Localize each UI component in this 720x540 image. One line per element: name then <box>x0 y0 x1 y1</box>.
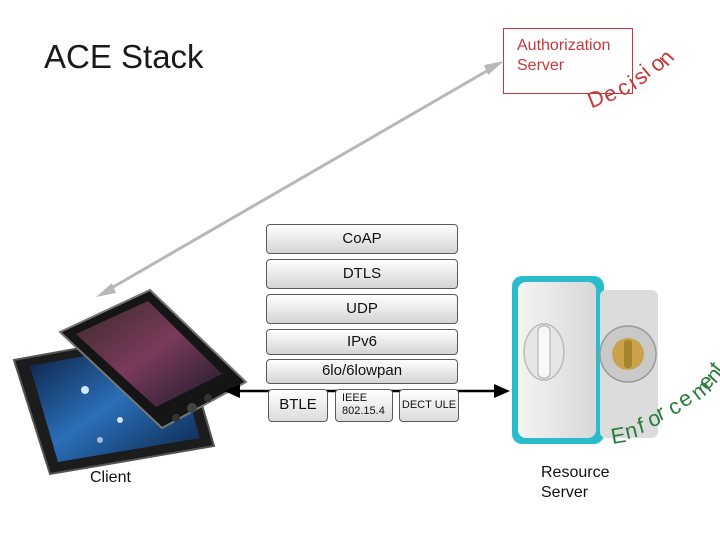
authorization-server-box <box>503 28 633 94</box>
phone-device <box>58 288 248 430</box>
authorization-server-label: Authorization Server <box>517 36 610 76</box>
authorization-server-line2: Server <box>517 57 565 74</box>
resource-server-line1: Resource <box>541 464 610 481</box>
stack-layer-dtls: DTLS <box>266 259 458 289</box>
stack-layer-coap: CoAP <box>266 224 458 254</box>
phy-btle: BTLE <box>268 389 328 422</box>
client-label: Client <box>90 469 131 486</box>
phy-ieee-line1: IEEE <box>342 392 368 404</box>
authorization-server-line1: Authorization <box>517 37 611 54</box>
stack-layer-udp: UDP <box>266 294 458 324</box>
client-auth-arrow <box>96 61 504 297</box>
page-title: ACE Stack <box>44 38 204 75</box>
phy-ieee-line2: 802.15.4 <box>342 405 385 417</box>
stack-layer-ipv6: IPv6 <box>266 329 458 355</box>
phy-dect: DECT ULE <box>399 389 459 422</box>
smart-lock-device <box>512 276 658 444</box>
resource-server-label: Resource Server <box>541 463 609 503</box>
phy-ieee: IEEE 802.15.4 <box>335 389 393 422</box>
resource-server-line2: Server <box>541 484 589 501</box>
stack-layer-6lowpan: 6lo/6lowpan <box>266 359 458 384</box>
